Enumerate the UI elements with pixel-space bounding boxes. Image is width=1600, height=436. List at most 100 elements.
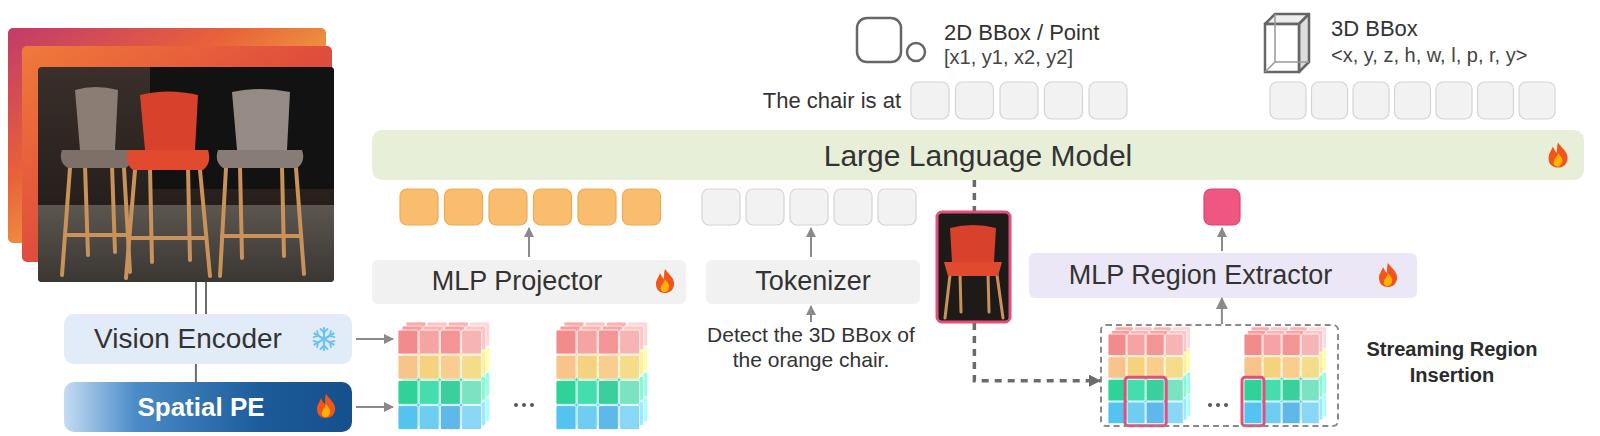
token [534,189,572,225]
snowflake-branch [321,346,328,350]
feature-cell [556,406,576,430]
feature-cell [556,355,576,379]
node-text: Streaming Region Insertion [1352,336,1552,388]
flow-arrow [528,228,530,257]
token [1395,82,1431,119]
feature-cell [440,355,460,379]
flame-outer [656,269,674,293]
feature-cell [577,380,597,404]
chair-leg [997,275,1003,318]
token [1000,82,1038,119]
chair-back [75,87,118,150]
feature-cell [1146,379,1164,401]
feature-cell [1108,379,1126,401]
feature-cell [1165,334,1183,356]
feature-cell [419,330,439,354]
token [702,189,740,225]
feature-cell [440,380,460,404]
feature-cell [419,380,439,404]
snowflake-icon [314,328,335,350]
chair-leg [200,170,210,276]
projector-box: MLP Projector [372,260,686,304]
feature-cell [398,406,418,430]
prompt-text: The chair is at [725,88,901,114]
feature-cell [462,406,482,430]
feature-cell [1301,379,1319,401]
chair-leg [296,168,304,274]
chair-back [140,92,198,151]
photo-illustration [8,28,334,282]
feature-cell [440,406,460,430]
feature-cell [577,355,597,379]
cuboid-front [1265,24,1299,72]
token [834,189,872,225]
feature-cell [1127,357,1145,379]
token [1270,82,1306,119]
snowflake-branch [314,339,321,347]
chair-leg [112,165,115,252]
flow-arrow [1221,228,1223,251]
token [1436,82,1472,119]
feature-cell [1282,334,1300,356]
point-icon [907,43,925,61]
fire-icon [317,394,335,418]
tokenizer-box: Tokenizer [706,260,920,304]
cuboid-hidden-edge [1265,14,1309,72]
chair-leg [126,170,135,278]
token [911,82,949,119]
region-highlight [1242,377,1264,425]
chair-back [232,89,290,150]
flame-outer [317,394,335,418]
chair-seat [944,262,1002,276]
feature-grid [1108,327,1190,426]
ellipsis-dot [1216,403,1220,407]
feature-cell [1108,402,1126,424]
token [878,189,916,225]
snowflake-branch [328,331,335,339]
chair-leg [85,165,88,255]
token [1478,82,1514,119]
chair-leg [62,168,70,275]
chair-drawing [126,92,210,279]
fire-icon [1549,142,1568,167]
token [445,189,483,225]
llm-band: Large Language Model [372,130,1584,180]
feature-cell [462,355,482,379]
output-format-label: [x1, y1, x2, y2] [944,45,1073,69]
node-text: Spatial PE [137,393,264,422]
feature-cell [577,330,597,354]
token [578,189,616,225]
feature-cell [598,406,618,430]
feature-cell [1282,402,1300,424]
feature-cell [440,330,460,354]
region-highlight [1125,377,1166,425]
feature-cell [1263,357,1281,379]
chair-drawing [61,87,131,275]
flame-inner [661,279,670,292]
feature-cell [1108,357,1126,379]
chair-leg [988,273,989,312]
feature-cell [1146,334,1164,356]
feature-cell [462,330,482,354]
photo-main [38,67,334,282]
feature-cell [419,355,439,379]
region-extractor-box: MLP Region Extractor [1029,253,1417,298]
token [1312,82,1348,119]
feature-cell [1301,334,1319,356]
feature-cell [1146,402,1164,424]
flame-outer [1549,142,1568,167]
chair-leg [150,168,152,262]
feature-cell [398,355,418,379]
feature-cell [620,380,640,404]
ellipsis-dot [514,403,518,407]
token [1204,189,1240,225]
streaming-region-box: Streaming Region Insertion [1100,324,1339,427]
chair-leg [66,233,128,237]
feature-cell [620,355,640,379]
fire-icon [1379,263,1397,287]
node-text: Tokenizer [755,267,871,297]
feature-cell [556,330,576,354]
feature-cell [1127,402,1145,424]
ellipsis-dot [522,403,526,407]
